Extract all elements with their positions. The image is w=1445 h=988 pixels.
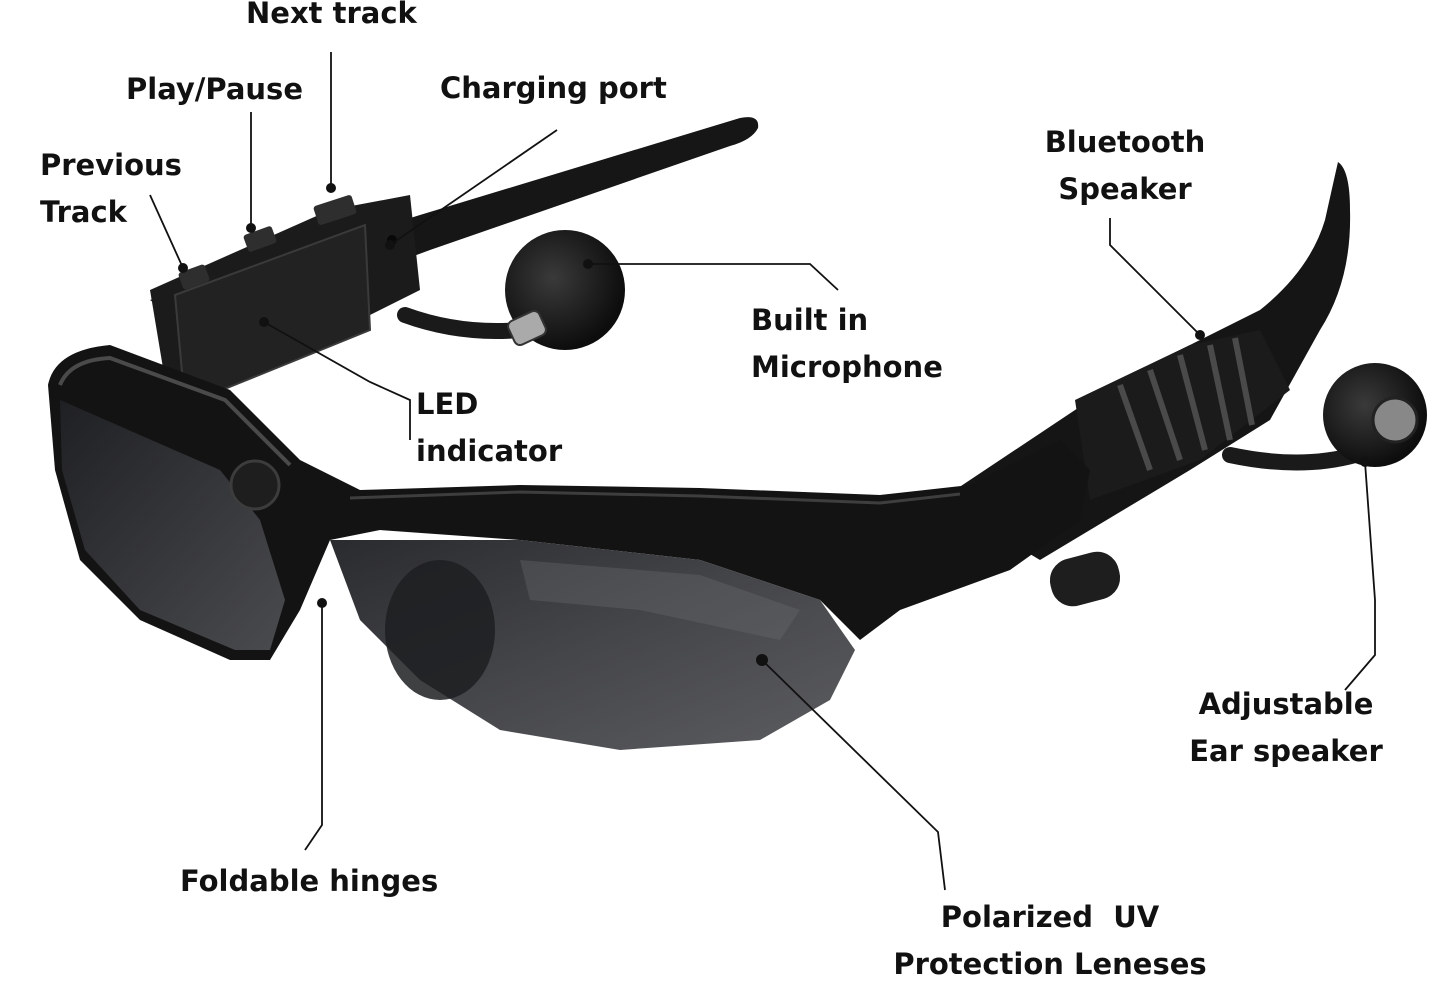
label-bluetooth-speaker-line-2: Speaker — [1058, 172, 1192, 206]
label-adjustable-ear-speaker-line-1: Adjustable — [1198, 687, 1374, 721]
left-hinge — [229, 459, 281, 511]
front-frame — [48, 345, 1090, 660]
label-next-track: Next track — [246, 0, 417, 37]
label-play-pause-line-1: Play/Pause — [126, 72, 303, 106]
label-polarized-lenses: Polarized UV Protection Leneses — [885, 894, 1215, 988]
left-module-face — [173, 223, 372, 407]
next-track-button — [313, 195, 357, 225]
leader-lines — [149, 52, 1376, 891]
label-led-indicator-line-2: indicator — [416, 434, 563, 468]
label-previous-track-line-1: Previous — [40, 148, 182, 182]
left-lens — [60, 400, 285, 650]
left-earbud-logo — [507, 310, 547, 346]
label-next-track-line-1: Next track — [246, 0, 417, 30]
label-charging-port-line-1: Charging port — [440, 71, 667, 105]
right-speaker-housing — [1075, 330, 1290, 500]
frame-highlight — [58, 355, 292, 467]
label-led-indicator-line-1: LED — [416, 387, 479, 421]
label-charging-port: Charging port — [440, 65, 667, 112]
label-built-in-microphone-line-1: Built in — [751, 303, 869, 337]
label-previous-track: Previous Track — [40, 142, 182, 236]
label-adjustable-ear-speaker: Adjustable Ear speaker — [1186, 681, 1386, 775]
label-led-indicator: LED indicator — [416, 381, 562, 475]
label-built-in-microphone: Built in Microphone — [751, 297, 943, 391]
label-foldable-hinges: Foldable hinges — [180, 858, 438, 905]
label-polarized-lenses-line-1: Polarized UV — [940, 900, 1160, 934]
lens-glare — [520, 560, 800, 640]
right-earbud-stem — [1222, 447, 1363, 471]
label-built-in-microphone-line-2: Microphone — [751, 350, 943, 384]
label-play-pause: Play/Pause — [126, 66, 303, 113]
label-polarized-lenses-line-2: Protection Leneses — [893, 947, 1207, 981]
lens-reflection — [385, 560, 495, 700]
right-earbud-cap — [1371, 396, 1419, 444]
label-foldable-hinges-line-1: Foldable hinges — [180, 864, 439, 898]
right-hinge — [1049, 551, 1121, 607]
label-bluetooth-speaker-line-1: Bluetooth — [1044, 125, 1206, 159]
sunglasses-illustration — [48, 117, 1427, 750]
label-adjustable-ear-speaker-line-2: Ear speaker — [1189, 734, 1383, 768]
label-previous-track-line-2: Track — [40, 195, 127, 229]
label-bluetooth-speaker: Bluetooth Speaker — [1040, 119, 1210, 213]
